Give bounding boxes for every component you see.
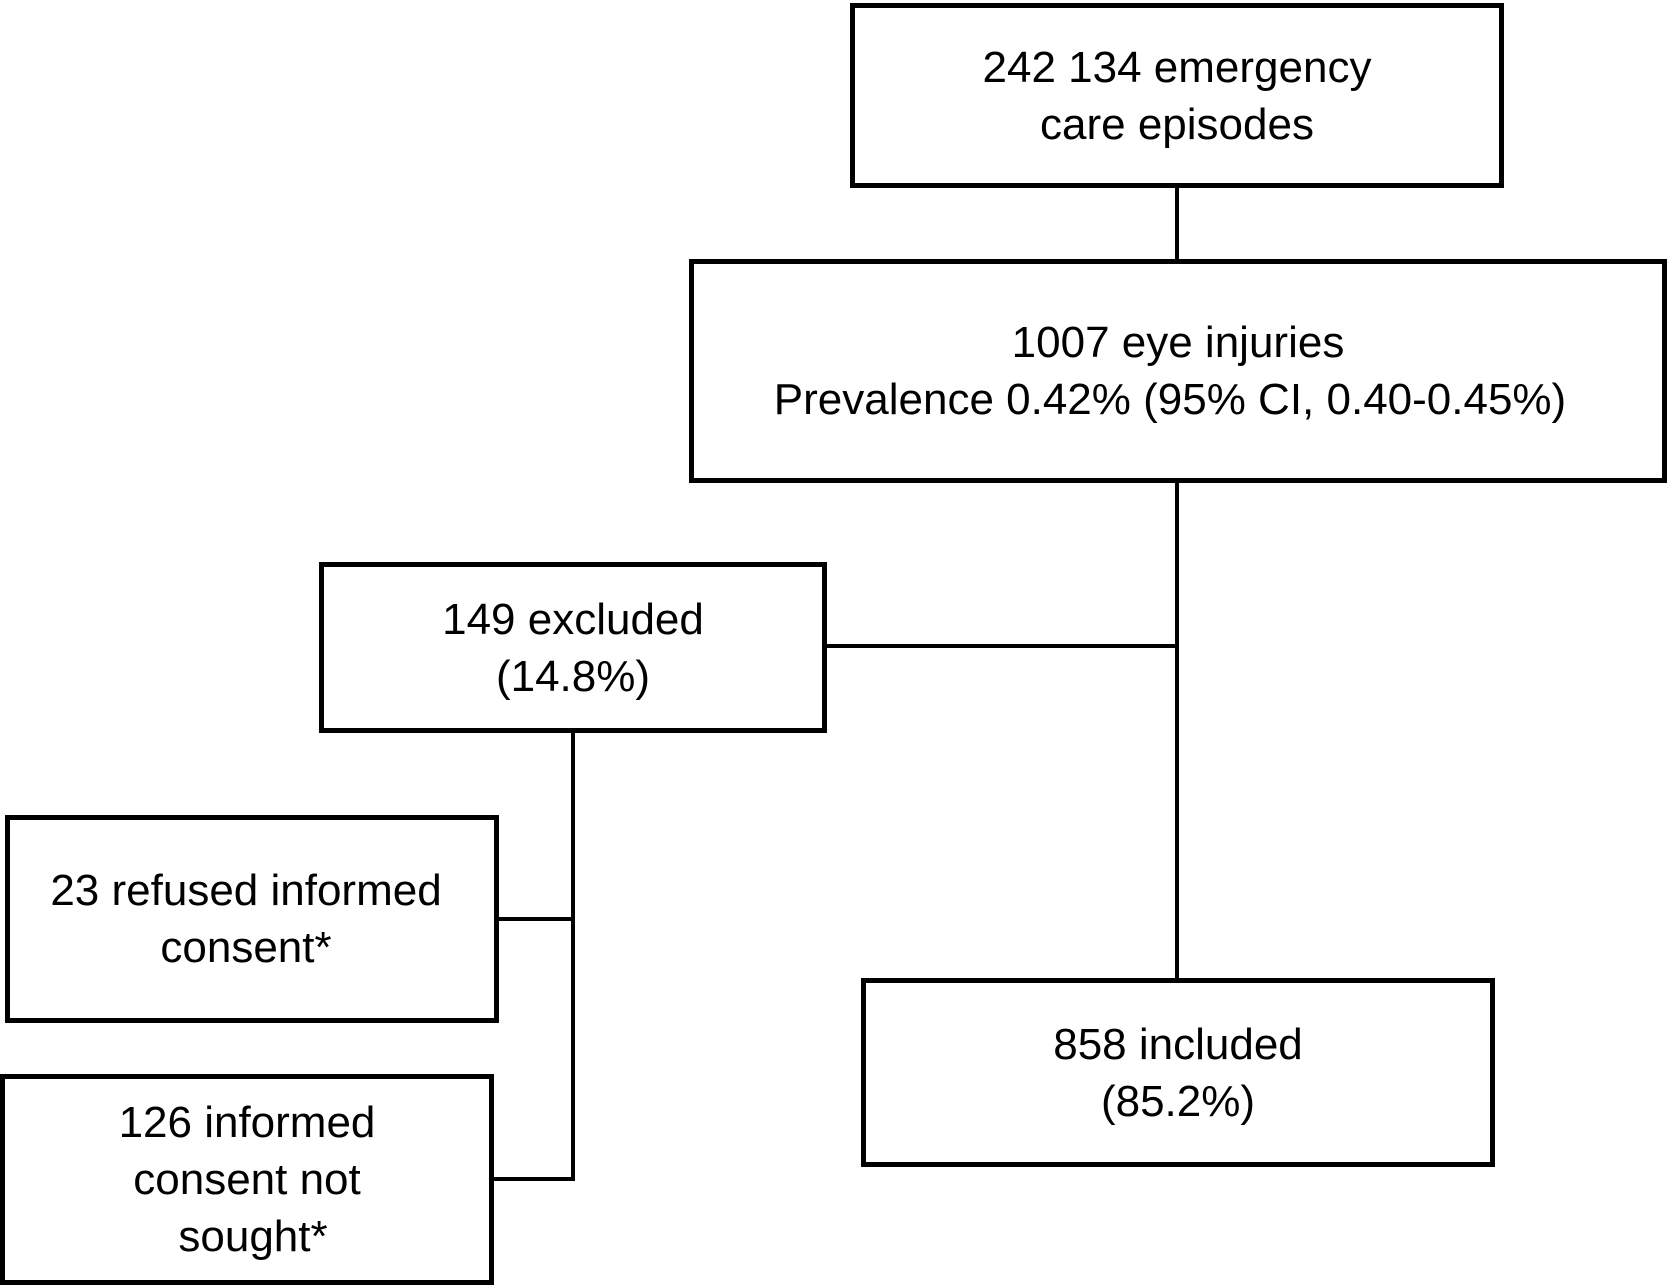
consent-not-sought-line3: sought*	[178, 1212, 328, 1261]
connector-to-refused	[497, 917, 575, 921]
excluded-percent: (14.8%)	[495, 651, 651, 701]
consent-not-sought-line2: consent not	[133, 1155, 361, 1204]
eye-injuries-count: 1007 eye injuries	[1011, 318, 1345, 367]
excluded-box: 149 excluded (14.8%)	[319, 562, 827, 733]
emergency-episodes-label: care episodes	[1040, 99, 1314, 149]
consent-not-sought-box: 126 informed consent not sought*	[0, 1074, 494, 1285]
excluded-count: 149 excluded	[442, 594, 704, 644]
emergency-episodes-box: 242 134 emergency care episodes	[850, 3, 1504, 188]
connector-excluded-trunk	[571, 731, 575, 1181]
prevalence-text: Prevalence 0.42% (95% CI, 0.40-0.45%)	[773, 375, 1567, 424]
refused-consent-line1: 23 refused informed	[50, 866, 442, 915]
refused-consent-line2: consent*	[160, 923, 332, 972]
connector-to-not-sought	[492, 1177, 575, 1181]
included-count: 858 included	[1053, 1019, 1303, 1069]
refused-consent-box: 23 refused informed consent*	[5, 815, 499, 1023]
connector-branch-to-excluded	[825, 644, 1179, 648]
connector-injuries-to-included	[1175, 481, 1179, 980]
consent-not-sought-line1: 126 informed	[118, 1098, 376, 1147]
eye-injuries-box: 1007 eye injuries Prevalence 0.42% (95% …	[689, 259, 1667, 483]
included-percent: (85.2%)	[1100, 1076, 1256, 1126]
included-box: 858 included (85.2%)	[861, 978, 1495, 1167]
connector-episodes-to-injuries	[1175, 186, 1179, 261]
emergency-episodes-count: 242 134 emergency	[982, 42, 1372, 92]
